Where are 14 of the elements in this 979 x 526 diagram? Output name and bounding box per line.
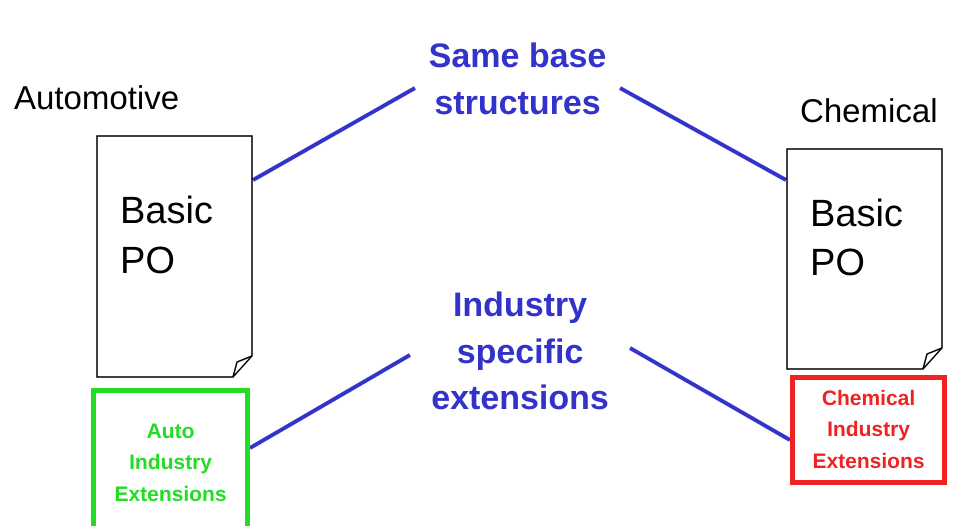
connector-line — [249, 353, 411, 450]
column-heading: Automotive — [14, 79, 180, 117]
column-heading: Chemical — [800, 92, 938, 130]
document-title: Basic PO — [120, 189, 210, 284]
document-title: Basic PO — [810, 192, 900, 286]
extension-label: Auto Industry Extensions — [113, 418, 228, 508]
annotation-text: Industry specific extensions — [430, 284, 610, 420]
annotation-text: Same base structures — [428, 36, 608, 124]
extension-label: Chemical Industry Extensions — [811, 386, 926, 475]
connector-line — [252, 86, 416, 182]
extension-box — [790, 375, 947, 485]
connector-line — [629, 346, 791, 442]
extension-box — [91, 388, 250, 526]
connector-line — [619, 86, 787, 182]
